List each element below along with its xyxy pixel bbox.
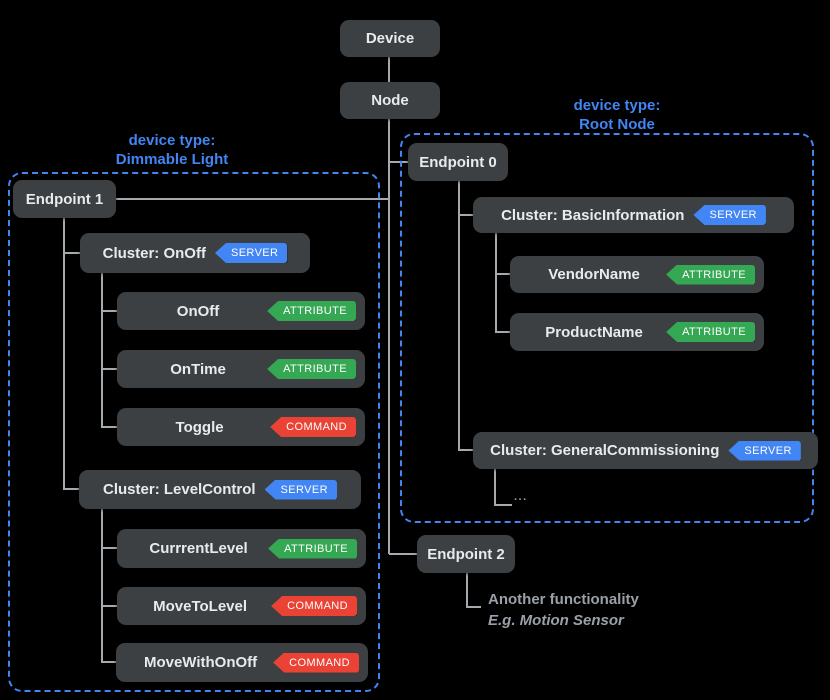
movewithonoff-label: MoveWithOnOff bbox=[143, 654, 258, 671]
onoff-label: OnOff bbox=[176, 302, 220, 320]
dimmable-light-group-border bbox=[8, 172, 380, 692]
dimmable-light-type-label: device type: Dimmable Light bbox=[115, 132, 229, 168]
connector-levelcontrol-stem bbox=[101, 509, 103, 662]
endpoint2-label: Endpoint 2 bbox=[427, 545, 505, 563]
currrentlevel-label: CurrrentLevel bbox=[149, 540, 248, 557]
attribute-badge: ATTRIBUTE bbox=[267, 301, 356, 321]
command-row-toggle: Toggle COMMAND bbox=[117, 408, 365, 446]
endpoint1-label: Endpoint 1 bbox=[25, 190, 104, 208]
connector-toggle-branch bbox=[101, 426, 118, 428]
movetolevel-label: MoveToLevel bbox=[153, 597, 248, 615]
more-items-ellipsis: ... bbox=[514, 491, 528, 503]
connector-onoff-stem bbox=[101, 273, 103, 427]
connector-endpoint1-stem bbox=[63, 218, 65, 490]
ontime-label: OnTime bbox=[170, 360, 226, 378]
attribute-badge: ATTRIBUTE bbox=[666, 322, 755, 342]
connector-movewithonoff-branch bbox=[101, 661, 118, 663]
connector-note-branch bbox=[466, 606, 481, 608]
command-row-movetolevel: MoveToLevel COMMAND bbox=[117, 587, 366, 625]
attribute-row-ontime: OnTime ATTRIBUTE bbox=[117, 350, 365, 388]
connector-node-trunk bbox=[388, 119, 390, 554]
command-badge: COMMAND bbox=[271, 596, 357, 616]
productname-label: ProductName bbox=[545, 323, 643, 341]
cluster-basicinformation-label: Cluster: BasicInformation bbox=[501, 206, 685, 224]
connector-currrentlevel-branch bbox=[101, 547, 118, 549]
endpoint2-box: Endpoint 2 bbox=[417, 535, 515, 573]
endpoint0-box: Endpoint 0 bbox=[408, 143, 508, 181]
connector-cluster-levelcontrol-branch bbox=[63, 488, 80, 490]
connector-onoff-attr-branch bbox=[101, 310, 118, 312]
endpoint0-label: Endpoint 0 bbox=[419, 153, 497, 171]
connector-endpoint0-branch bbox=[389, 161, 409, 163]
cluster-generalcommissioning-label: Cluster: GeneralCommissioning bbox=[490, 442, 720, 459]
node-label: Node bbox=[371, 92, 409, 109]
attribute-row-onoff: OnOff ATTRIBUTE bbox=[117, 292, 365, 330]
device-label: Device bbox=[365, 30, 415, 47]
connector-generalcommissioning-branch bbox=[458, 449, 474, 451]
connector-endpoint0-stem bbox=[458, 181, 460, 450]
cluster-basicinformation-box: Cluster: BasicInformation SERVER bbox=[473, 197, 794, 233]
connector-endpoint2-branch bbox=[389, 553, 418, 555]
vendorname-label: VendorName bbox=[548, 266, 640, 283]
connector-basicinformation-stem bbox=[495, 233, 497, 332]
connector-vendorname-branch bbox=[495, 273, 511, 275]
connector-ontime-branch bbox=[101, 368, 118, 370]
connector-cluster-onoff-branch bbox=[63, 252, 81, 254]
connector-device-node bbox=[388, 57, 390, 82]
server-badge: SERVER bbox=[264, 479, 337, 500]
command-badge: COMMAND bbox=[273, 652, 359, 673]
endpoint2-note-line2: E.g. Motion Sensor bbox=[488, 612, 624, 629]
cluster-levelcontrol-label: Cluster: LevelControl bbox=[103, 481, 256, 498]
attribute-badge: ATTRIBUTE bbox=[268, 538, 357, 559]
node-box: Node bbox=[340, 82, 440, 119]
attribute-row-vendorname: VendorName ATTRIBUTE bbox=[510, 256, 764, 293]
connector-generalcommissioning-stem bbox=[494, 469, 496, 506]
attribute-row-currrentlevel: CurrrentLevel ATTRIBUTE bbox=[117, 529, 366, 568]
attribute-badge: ATTRIBUTE bbox=[666, 264, 755, 285]
connector-endpoint1-branch bbox=[115, 198, 389, 200]
connector-basicinformation-branch bbox=[458, 214, 474, 216]
cluster-levelcontrol-box: Cluster: LevelControl SERVER bbox=[79, 470, 361, 509]
server-badge: SERVER bbox=[214, 243, 288, 263]
connector-productname-branch bbox=[495, 331, 511, 333]
server-badge: SERVER bbox=[693, 205, 766, 225]
root-node-type-label: device type: Root Node bbox=[573, 97, 661, 133]
toggle-label: Toggle bbox=[175, 418, 224, 436]
server-badge: SERVER bbox=[728, 440, 801, 461]
endpoint1-box: Endpoint 1 bbox=[13, 180, 116, 218]
device-box: Device bbox=[340, 20, 440, 57]
command-badge: COMMAND bbox=[270, 417, 356, 437]
connector-movetolevel-branch bbox=[101, 605, 118, 607]
connector-endpoint2-stem bbox=[466, 573, 468, 608]
command-row-movewithonoff: MoveWithOnOff COMMAND bbox=[116, 643, 368, 682]
attribute-badge: ATTRIBUTE bbox=[267, 359, 356, 379]
cluster-onoff-box: Cluster: OnOff SERVER bbox=[80, 233, 310, 273]
attribute-row-productname: ProductName ATTRIBUTE bbox=[510, 313, 764, 351]
connector-ellipsis-branch bbox=[494, 504, 512, 506]
cluster-generalcommissioning-box: Cluster: GeneralCommissioning SERVER bbox=[473, 432, 818, 469]
cluster-onoff-label: Cluster: OnOff bbox=[102, 244, 206, 262]
endpoint2-note-line1: Another functionality bbox=[488, 591, 639, 608]
root-node-group-border bbox=[400, 133, 814, 523]
